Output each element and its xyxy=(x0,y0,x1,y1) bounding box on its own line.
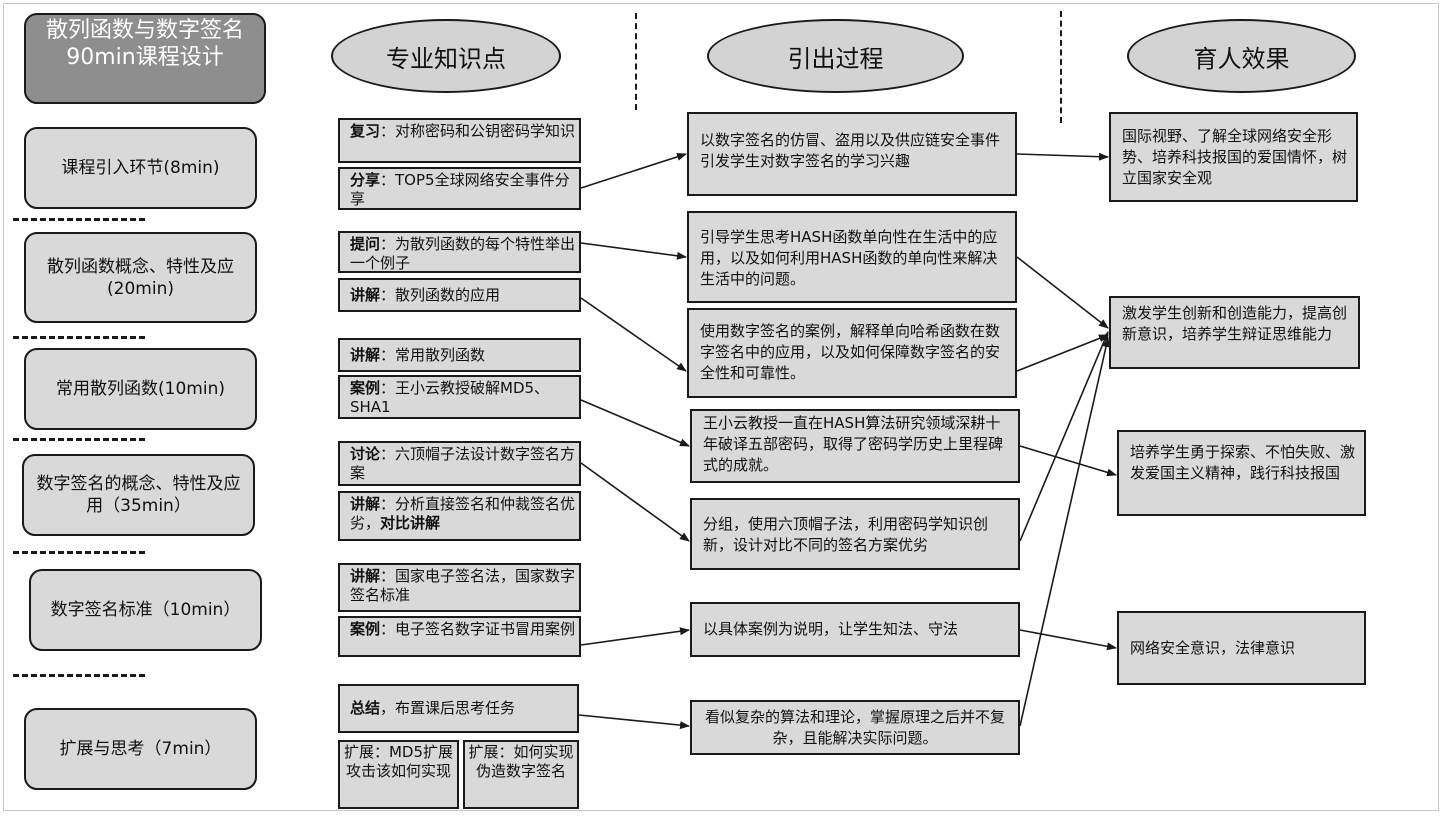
course-title-line1: 散列函数与数字签名 xyxy=(45,18,244,43)
kp-extension-forge: 扩展：如何实现伪造数字签名 xyxy=(463,740,579,809)
column-divider xyxy=(635,13,637,110)
kp-case-md5: 案例：王小云教授破解MD5、SHA1 xyxy=(338,375,581,419)
arrow-certificate-to-law xyxy=(580,627,690,646)
kp-summary: 总结，布置课后思考任务 xyxy=(338,684,579,733)
kp-hash-application: 讲解：散列函数的应用 xyxy=(338,278,581,312)
effect-innovation: 激发学生创新和创造能力，提高创新意识，培养学生辩证思维能力 xyxy=(1109,296,1360,369)
arrow-principle-to-innovation xyxy=(1019,337,1110,727)
header-knowledge: 专业知识点 xyxy=(331,19,561,93)
kp-signature-law: 讲解：国家电子签名法，国家数字签名标准 xyxy=(338,563,581,612)
stage-digital-signature: 数字签名的概念、特性及应用（35min） xyxy=(22,454,255,536)
kp-extension-md5: 扩展：MD5扩展攻击该如何实现 xyxy=(338,740,459,809)
stage-common-hash: 常用散列函数(10min) xyxy=(24,348,257,430)
arrow-share-to-interest xyxy=(580,152,687,189)
arrow-wang-to-explore xyxy=(1019,445,1117,477)
process-law: 以具体案例为说明，让学生知法、守法 xyxy=(690,602,1020,657)
process-wang-xiaoyun: 王小云教授一直在HASH算法研究领域深耕十年破译五部密码，取得了密码学历史上里程… xyxy=(690,409,1020,483)
kp-certificate-case: 案例：电子签名数字证书冒用案例 xyxy=(338,616,581,657)
header-process: 引出过程 xyxy=(707,19,964,93)
arrow-question-to-oneway xyxy=(580,242,687,260)
kp-share: 分享：TOP5全球网络安全事件分享 xyxy=(338,167,581,210)
process-signature-hash: 使用数字签名的案例，解释单向哈希函数在数字签名中的应用，以及如何保障数字签名的安… xyxy=(687,308,1017,398)
kp-discussion: 讨论：六顶帽子法设计数字签名方案 xyxy=(338,441,581,486)
arrow-oneway-to-innovation xyxy=(1016,256,1109,329)
header-effect: 育人效果 xyxy=(1127,19,1356,93)
kp-question: 提问：为散列函数的每个特性举出一个例子 xyxy=(338,231,581,273)
arrow-application-to-signature xyxy=(580,297,687,372)
arrow-sixhats-to-innovation xyxy=(1019,331,1109,542)
stage-hash-concept: 散列函数概念、特性及应(20min) xyxy=(24,232,257,323)
section-divider xyxy=(13,438,145,441)
stage-intro: 课程引入环节(8min) xyxy=(24,127,257,209)
section-divider xyxy=(13,551,145,554)
kp-common-hash: 讲解：常用散列函数 xyxy=(338,338,581,372)
effect-explore: 培养学生勇于探索、不怕失败、激发爱国主义精神，践行科技报国 xyxy=(1117,430,1366,516)
section-divider xyxy=(13,336,145,339)
process-interest: 以数字签名的仿冒、盗用以及供应链安全事件引发学生对数字签名的学习兴趣 xyxy=(687,112,1017,196)
kp-review: 复习：对称密码和公钥密码学知识 xyxy=(338,118,581,163)
effect-law-awareness: 网络安全意识，法律意识 xyxy=(1117,611,1366,685)
course-title: 散列函数与数字签名 90min课程设计 xyxy=(24,13,266,104)
slide-frame xyxy=(3,3,1439,811)
process-six-hats: 分组，使用六顶帽子法，利用密码学知识创新，设计对比不同的签名方案优劣 xyxy=(690,498,1020,570)
arrow-law-to-awareness xyxy=(1019,629,1117,651)
kp-signature-compare: 讲解：分析直接签名和仲裁签名优劣，对比讲解 xyxy=(338,491,581,541)
process-one-way: 引导学生思考HASH函数单向性在生活中的应用，以及如何利用HASH函数的单向性来… xyxy=(687,211,1017,303)
section-divider xyxy=(13,218,145,221)
course-title-line2: 90min课程设计 xyxy=(66,45,224,70)
effect-international: 国际视野、了解全球网络安全形势、培养科技报国的爱国情怀，树立国家安全观 xyxy=(1109,112,1358,202)
arrow-interest-to-international xyxy=(1016,152,1109,161)
stage-signature-standard: 数字签名标准（10min） xyxy=(29,569,262,651)
arrow-case-to-wang xyxy=(580,399,690,447)
arrow-summary-to-principle xyxy=(578,714,690,730)
section-divider xyxy=(13,674,145,677)
arrow-signature-to-innovation xyxy=(1016,334,1109,372)
arrow-discussion-to-sixhats xyxy=(580,462,690,542)
column-divider xyxy=(1060,11,1062,123)
process-principle: 看似复杂的算法和理论，掌握原理之后并不复杂，且能解决实际问题。 xyxy=(690,700,1020,755)
stage-extension: 扩展与思考（7min） xyxy=(24,708,257,790)
